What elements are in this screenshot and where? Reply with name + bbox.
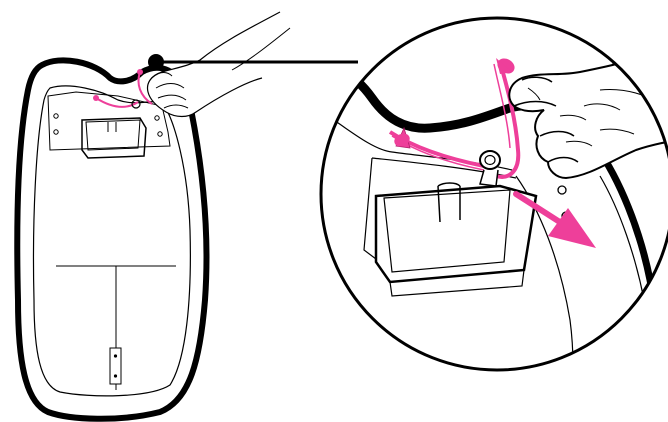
bolt [54,130,58,134]
handle-box-detail [376,186,536,282]
bag-overview [17,12,290,419]
handle-box-inner [86,120,140,150]
bolt [558,186,566,194]
tab-hole [114,354,117,357]
handle-box [82,118,146,158]
bolt [158,132,162,136]
detail-circle [300,18,668,420]
hand-icon [148,12,290,117]
bolt [54,114,58,118]
leader-dot [148,54,164,70]
handle-slot [108,122,116,132]
bolt [155,116,159,120]
tab-hole [114,374,117,377]
bottom-tab [110,348,121,384]
